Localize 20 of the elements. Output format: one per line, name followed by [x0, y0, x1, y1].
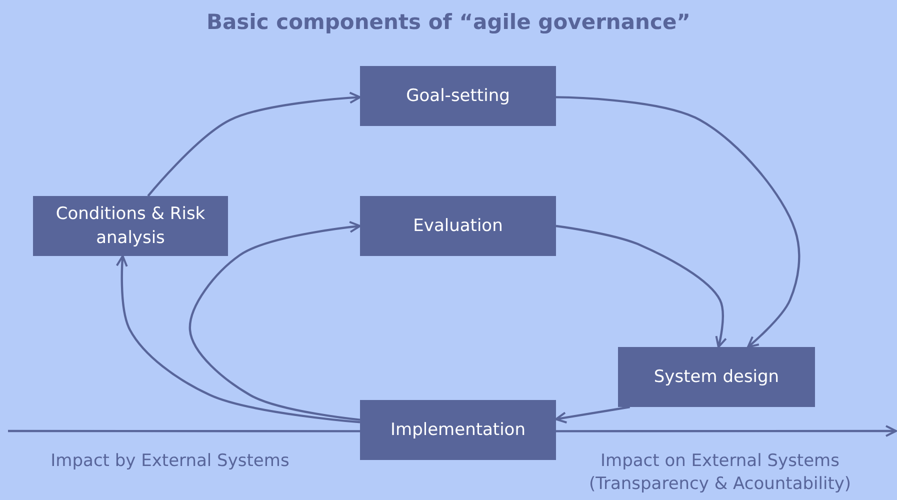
arrow: [188, 221, 361, 421]
axis-arrow: [556, 425, 897, 437]
arrow: [116, 255, 360, 424]
box-label: Conditions & Risk analysis: [54, 203, 206, 250]
process-box: [618, 347, 815, 407]
arrow: [147, 92, 361, 197]
arrow: [556, 224, 727, 348]
arrow: [555, 406, 630, 424]
arrow: [556, 96, 800, 348]
process-box: [360, 400, 556, 460]
box-label: Goal-setting: [406, 85, 510, 108]
axis-label: Impact on External Systems (Transparency & Acountability): [588, 450, 852, 496]
process-box: [360, 66, 556, 126]
box-label: Evaluation: [413, 215, 503, 238]
process-box: [360, 196, 556, 256]
diagram-title: Basic components of “agile governance”: [206, 10, 692, 34]
box-label: System design: [654, 366, 780, 389]
axis-label: Impact by External Systems: [50, 450, 290, 473]
process-box: [33, 196, 228, 256]
box-label: Implementation: [390, 419, 526, 442]
